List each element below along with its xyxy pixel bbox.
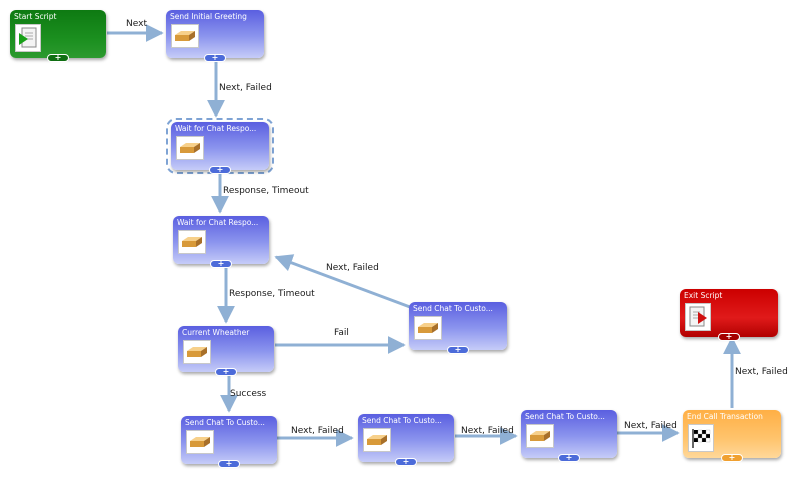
brick-icon <box>178 230 206 254</box>
node-title: Send Chat To Custo... <box>413 304 493 313</box>
add-connection-button[interactable]: + <box>218 460 240 468</box>
brick-icon <box>176 136 204 160</box>
node-title: Start Script <box>14 12 57 21</box>
brick-icon <box>363 428 391 452</box>
wait-for-chat-response-node[interactable]: Wait for Chat Respo... + <box>173 216 269 268</box>
node-title: Wait for Chat Respo... <box>175 124 257 133</box>
brick-icon <box>183 340 211 364</box>
add-connection-button[interactable]: + <box>215 368 237 376</box>
edge-label-next-failed: Next, Failed <box>735 367 788 377</box>
brick-icon <box>186 430 214 454</box>
start-script-node[interactable]: Start Script + <box>10 10 106 62</box>
add-connection-button[interactable]: + <box>718 333 740 341</box>
brick-icon <box>171 24 199 48</box>
node-title: Send Chat To Custo... <box>185 418 265 427</box>
send-chat-to-customer-node[interactable]: Send Chat To Custo... + <box>358 414 454 466</box>
edge-label-response-timeout: Response, Timeout <box>229 289 315 299</box>
node-title: Send Initial Greeting <box>170 12 247 21</box>
add-connection-button[interactable]: + <box>47 54 69 62</box>
add-connection-button[interactable]: + <box>210 260 232 268</box>
edge-label-next-failed: Next, Failed <box>461 426 514 436</box>
node-title: End Call Transaction <box>687 412 763 421</box>
edge-fail-to-wait2 <box>274 254 411 309</box>
node-title: Exit Script <box>684 291 723 300</box>
send-initial-greeting-node[interactable]: Send Initial Greeting + <box>166 10 264 62</box>
brick-icon <box>526 424 554 448</box>
checkered-flag-icon <box>688 424 714 452</box>
add-connection-button[interactable]: + <box>209 166 231 174</box>
add-connection-button[interactable]: + <box>558 454 580 462</box>
exit-script-node[interactable]: Exit Script + <box>680 289 778 341</box>
current-weather-node[interactable]: Current Wheather + <box>178 326 274 376</box>
edge-label-fail: Fail <box>334 328 349 338</box>
wait-for-chat-response-node[interactable]: Wait for Chat Respo... + <box>171 122 269 174</box>
add-connection-button[interactable]: + <box>721 454 743 462</box>
end-call-transaction-node[interactable]: End Call Transaction + <box>683 410 781 462</box>
node-title: Wait for Chat Respo... <box>177 218 259 227</box>
script-exit-icon <box>685 303 711 331</box>
add-connection-button[interactable]: + <box>447 346 469 354</box>
node-title: Current Wheather <box>182 328 250 337</box>
add-connection-button[interactable]: + <box>204 54 226 62</box>
edge-label-success: Success <box>230 389 267 399</box>
send-chat-to-customer-node[interactable]: Send Chat To Custo... + <box>521 410 617 462</box>
edge-label-next-failed: Next, Failed <box>326 263 379 273</box>
send-chat-to-customer-node[interactable]: Send Chat To Custo... + <box>409 302 507 354</box>
edge-label-next-failed: Next, Failed <box>291 426 344 436</box>
brick-icon <box>414 316 442 340</box>
node-title: Send Chat To Custo... <box>362 416 442 425</box>
edge-label-response-timeout: Response, Timeout <box>223 186 309 196</box>
add-connection-button[interactable]: + <box>395 458 417 466</box>
send-chat-to-customer-node[interactable]: Send Chat To Custo... + <box>181 416 277 468</box>
edge-label-next: Next <box>126 19 147 29</box>
edge-label-next-failed: Next, Failed <box>624 421 677 431</box>
node-title: Send Chat To Custo... <box>525 412 605 421</box>
script-start-icon <box>15 24 41 52</box>
edge-label-next-failed: Next, Failed <box>219 83 272 93</box>
